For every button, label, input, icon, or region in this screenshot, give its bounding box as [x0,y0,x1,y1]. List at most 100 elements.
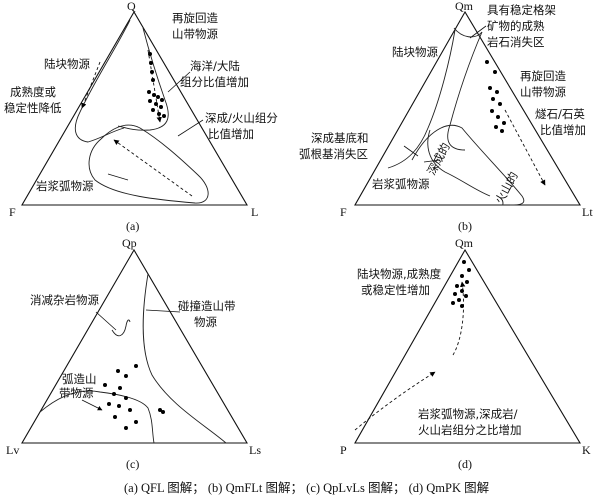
panel-d-label-continental-1: 陆块物源,成熟度 [357,267,442,281]
panel-b-data-points [485,60,506,133]
data-point [148,99,152,103]
data-point [124,374,128,378]
panel-c-vertex-right: Ls [249,443,261,457]
panel-c-label-collision-2: 物源 [194,315,217,329]
panel-a-label-recycled-1: 再旋回造 [172,11,218,25]
panel-a-maturity-arrow [81,61,101,109]
data-point [152,93,156,97]
data-point [150,70,154,74]
data-point [162,114,166,118]
panel-a-vertex-left: F [9,205,16,219]
data-point [485,60,489,64]
panel-b-label-basement-2: 弧根基消失区 [299,147,368,161]
data-point [156,95,160,99]
panel-a-label-maturity-1: 成熟度或 [10,85,56,99]
panel-c-leader-subduction [95,311,117,331]
data-point [496,115,500,119]
data-point [159,105,163,109]
data-point [147,90,151,94]
data-point [453,292,457,296]
data-point [455,284,459,288]
panel-b-label-craton-3: 岩石消失区 [487,35,545,49]
panel-a-label-ocean-2: 组分比值增加 [180,75,249,89]
data-point [158,408,162,412]
panel-d-label: (d) [458,457,472,471]
data-point [113,415,117,419]
panel-b-boundary-recycled [447,31,483,151]
panel-a-plutonic-arrow [113,139,193,197]
panel-c-label-collision-1: 碰撞造山带 [178,299,236,313]
panel-d-label-continental-2: 或稳定性增加 [361,283,430,297]
panel-a-data-points [147,52,166,118]
panel-d-data-points [451,260,471,308]
panel-c-triangle [21,248,248,444]
data-point [112,392,116,396]
panel-b-label-plutonic: 深成的 [424,140,453,177]
data-point [467,268,471,272]
panel-b-boundary-craton [453,27,483,38]
data-point [161,410,165,414]
panel-a-vertex-top: Q [127,0,136,13]
panel-a-label-plutonic-1: 深成/火山组分 [205,111,278,125]
panel-c-label: (c) [126,457,139,471]
panel-d-vertex-right: K [582,443,591,457]
data-point [151,108,155,112]
panel-a-label: (a) [126,219,139,233]
panel-b-label-chert-2: 比值增加 [540,123,586,137]
data-point [124,396,128,400]
panel-b-label-recycled-1: 再旋回造 [520,69,566,83]
panel-b-label-craton-2: 矿物的成熟 [487,19,545,33]
panel-b-label-recycled-2: 山带物源 [520,85,566,99]
panel-d-triangle [354,248,581,444]
panel-a-boundary-arc [88,124,209,204]
panel-c-label-subduction: 消减杂岩物源 [30,293,99,307]
panel-a-label-ocean-1: 海洋/大陆 [190,59,240,73]
panel-b-label-basement-1: 深成基底和 [311,131,369,145]
data-point [460,274,464,278]
panel-b-label-craton-1: 具有稳定格架 [487,3,556,17]
data-point [500,129,504,133]
data-point [148,52,152,56]
panel-c-boundary-collision [142,273,227,444]
panel-c-vertex-top: Qp [122,236,137,250]
panel-a-label-continental: 陆块物源 [44,57,90,71]
panel-a-label-arc: 岩浆弧物源 [36,179,94,193]
panel-a-boundary-recycled [117,27,169,131]
panel-b-vertex-right: Lt [582,205,593,219]
panel-b-label-volcanic: 火山的 [492,169,521,206]
panel-a-triangle [21,10,248,206]
panel-d-arc-arrow [354,371,436,431]
panel-a-leader-plutonic [177,119,204,137]
panel-a-qfl: Q F L (a) [4,0,278,233]
data-point [462,260,466,264]
panel-d-vertex-left: P [340,443,347,457]
figure-caption: (a) QFL 图解； (b) QmFLt 图解； (c) QpLvLs 图解；… [124,481,489,495]
panel-b-vertex-top: Qm [455,0,474,13]
panel-b-label-chert-1: 燧石/石英 [535,107,585,121]
panel-a-leader-arc [107,173,129,181]
panel-b-leader-basement [403,145,419,157]
panel-b-triangle [354,10,581,206]
panel-a-vertex-right: L [251,205,258,219]
data-point [451,301,455,305]
data-point [124,426,128,430]
panel-b-boundary-arc-inner [427,129,491,197]
data-point [128,408,132,412]
panel-d-qmpk: Qm P K (d) 陆块物源,成熟度 或稳定性增加 岩浆弧物源,深成岩/ 火山… [340,236,591,471]
data-point [103,383,107,387]
panel-a-leader-ocean [167,71,191,93]
data-point [491,97,495,101]
data-point [488,86,492,90]
data-point [494,125,498,129]
data-point [490,109,494,113]
panel-b-qmflt: Qm F Lt (b) 具有稳定格架 [299,0,593,233]
data-point [493,70,497,74]
data-point [134,364,138,368]
panel-c-boundary-arc [39,390,155,444]
panel-c-leader-collision [145,309,181,313]
panel-c-label-arc-1: 弧造山 [62,372,97,386]
data-point [502,121,506,125]
data-point [460,289,464,293]
panel-a-label-recycled-2: 山带物源 [172,27,218,41]
